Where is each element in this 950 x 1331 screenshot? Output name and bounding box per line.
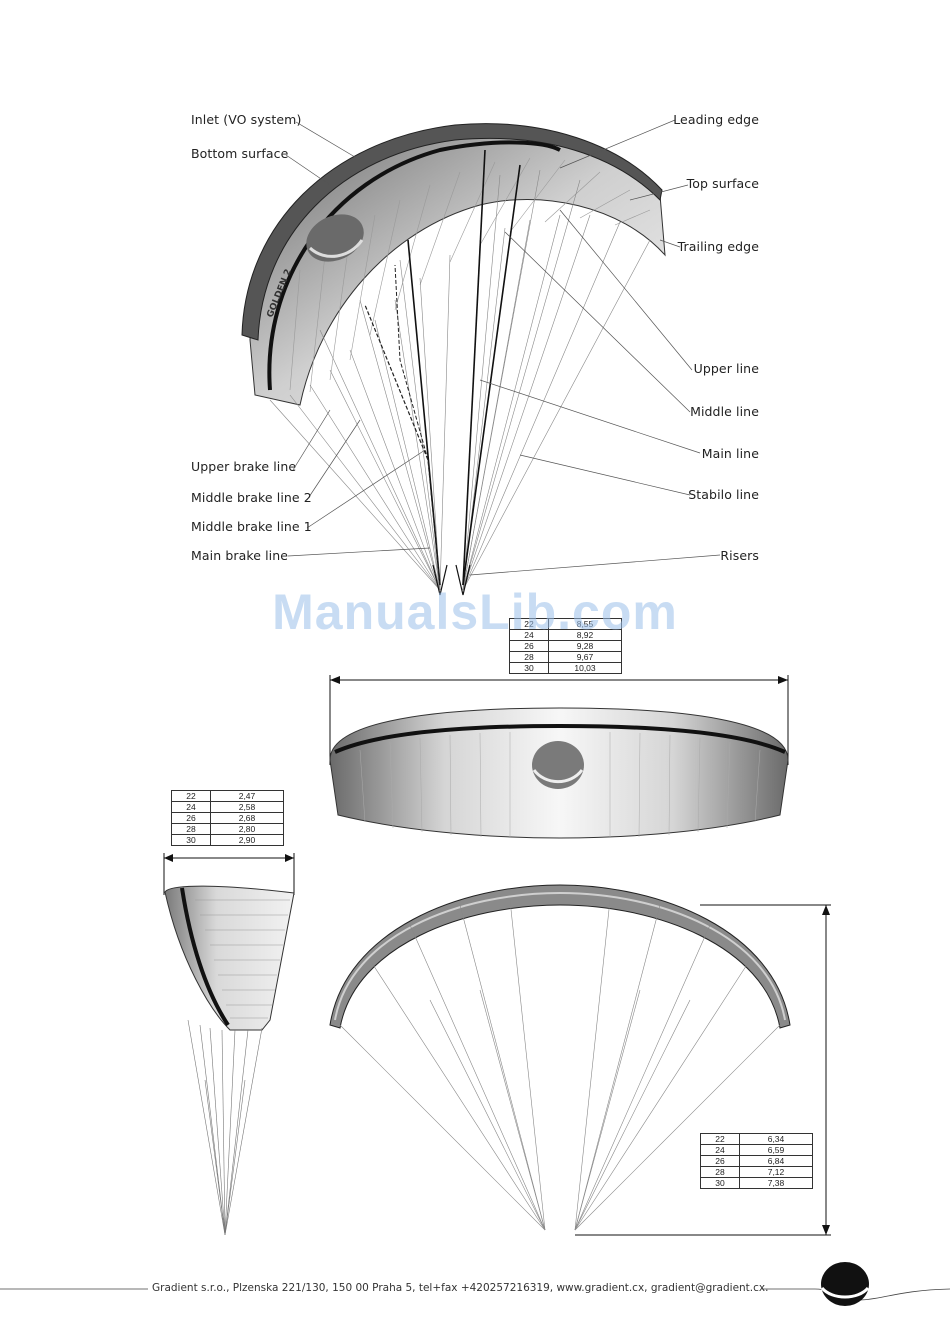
label-main-brake-line: Main brake line	[191, 548, 289, 563]
canopy-logo-shape	[306, 214, 364, 262]
brake-line	[364, 304, 441, 586]
label-risers: Risers	[720, 548, 759, 563]
label-inlet: Inlet (VO system)	[191, 112, 302, 127]
side-canopy	[164, 885, 295, 1031]
label-stabilo-line: Stabilo line	[688, 487, 759, 502]
label-leading-edge: Leading edge	[673, 112, 759, 127]
footer-contact: Gradient s.r.o., Plzenska 221/130, 150 0…	[152, 1282, 769, 1294]
chord-dimension-line	[163, 853, 295, 895]
front-logo	[532, 741, 584, 789]
front-view	[329, 675, 789, 839]
main-line	[462, 164, 521, 586]
label-bottom-surface: Bottom surface	[191, 146, 289, 161]
span-dimension-line	[329, 675, 789, 765]
risers	[432, 564, 471, 596]
label-upper-line: Upper line	[693, 361, 759, 376]
canopy-leading-edge	[241, 123, 663, 341]
label-main-line: Main line	[701, 446, 759, 461]
label-trailing-edge: Trailing edge	[677, 239, 759, 254]
label-upper-brake-line: Upper brake line	[191, 459, 297, 474]
watermark: ManualsLib.com	[272, 584, 678, 640]
label-middle-line: Middle line	[690, 404, 759, 419]
height-dimension-line	[575, 904, 831, 1236]
canopy-stripe	[267, 140, 561, 391]
canopy-cells	[289, 157, 651, 393]
label-top-surface: Top surface	[686, 176, 759, 191]
label-middle-brake-line-2: Middle brake line 2	[191, 490, 312, 505]
label-middle-brake-line-1: Middle brake line 1	[191, 519, 312, 534]
side-view	[163, 853, 295, 1236]
rear-lines	[339, 899, 781, 1231]
rear-view	[329, 884, 831, 1236]
perspective-view: GOLDEN 2	[241, 119, 721, 596]
side-lines	[187, 1019, 263, 1236]
canopy-bottom-surface	[249, 132, 666, 406]
leader-lines	[285, 119, 721, 576]
rear-canopy	[329, 884, 791, 1029]
gradient-logo	[820, 1262, 870, 1306]
